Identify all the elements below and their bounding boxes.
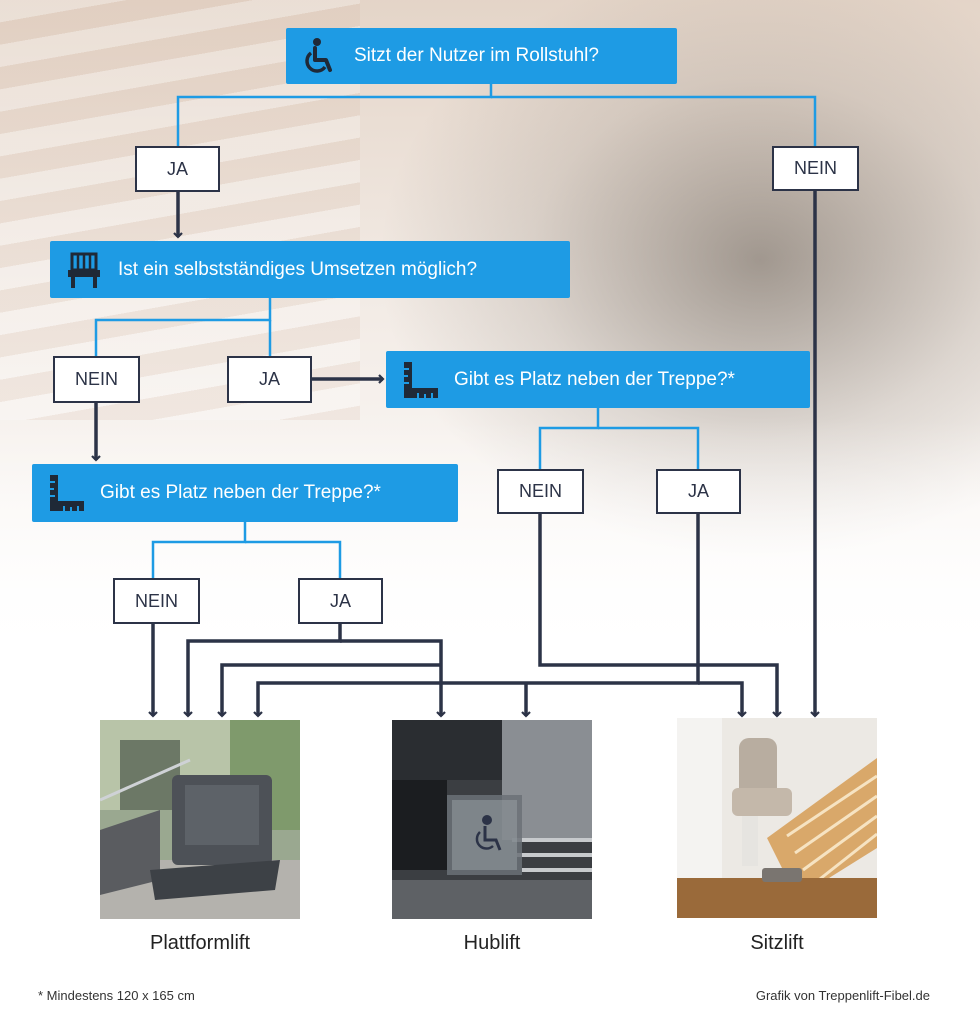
question-wheelchair: Sitzt der Nutzer im Rollstuhl?	[286, 28, 677, 84]
answer-q2-yes: JA	[227, 356, 312, 403]
chair-icon	[68, 252, 100, 288]
answer-q3-yes: JA	[656, 469, 741, 514]
answer-q2-no-label: NEIN	[74, 369, 118, 389]
answer-q4-yes-label: JA	[329, 590, 351, 611]
result-plattformlift: Plattformlift	[149, 932, 251, 954]
answer-q4-no: NEIN	[113, 578, 200, 624]
wheelchair-icon	[305, 38, 332, 73]
credit-text: Grafik von Treppenlift-Fibel.de	[755, 988, 930, 1003]
hublift-photo	[392, 720, 592, 919]
result-sitzlift: Sitzlift	[750, 932, 804, 954]
question-wheelchair-text: Sitzt der Nutzer im Rollstuhl?	[354, 45, 599, 66]
ruler-icon	[50, 475, 84, 511]
answer-q4-no-label: NEIN	[134, 590, 178, 611]
question-space-right-text: Gibt es Platz neben der Treppe?*	[454, 368, 735, 390]
answer-q1-yes: JA	[135, 146, 220, 192]
question-space-right: Gibt es Platz neben der Treppe?*	[386, 351, 810, 408]
plattformlift-photo	[100, 720, 300, 919]
dark-flow-arrows	[91, 191, 820, 718]
question-transfer-text: Ist ein selbstständiges Umsetzen möglich…	[118, 258, 478, 280]
result-hublift: Hublift	[463, 932, 521, 954]
question-space-left-text: Gibt es Platz neben der Treppe?*	[100, 482, 381, 503]
answer-q1-no-label: NEIN	[793, 158, 837, 178]
blue-branch-lines	[94, 84, 817, 578]
sitzlift-photo	[677, 718, 877, 918]
answer-q3-no: NEIN	[497, 469, 584, 514]
footnote-minimum-size: * Mindestens 120 x 165 cm	[38, 988, 195, 1003]
answer-q3-no-label: NEIN	[518, 481, 562, 501]
question-transfer: Ist ein selbstständiges Umsetzen möglich…	[50, 241, 570, 298]
question-space-left: Gibt es Platz neben der Treppe?*	[32, 464, 458, 522]
answer-q1-yes-label: JA	[166, 158, 188, 179]
answer-q2-no: NEIN	[53, 356, 140, 403]
ruler-icon	[404, 361, 438, 398]
answer-q3-yes-label: JA	[687, 481, 709, 501]
answer-q2-yes-label: JA	[258, 369, 280, 389]
answer-q4-yes: JA	[298, 578, 383, 624]
answer-q1-no: NEIN	[772, 146, 859, 191]
